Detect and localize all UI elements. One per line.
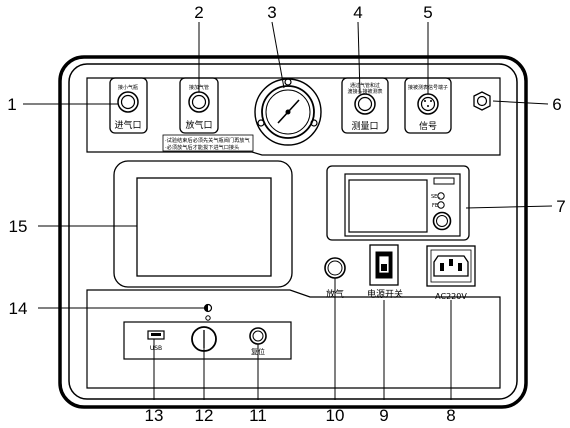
bottom-control-box	[123, 321, 292, 360]
measure-small-label-2: 渡接头接被测表	[347, 88, 382, 95]
printer-fe-button[interactable]	[437, 201, 445, 209]
ac-voltage-label: AC220V	[435, 292, 467, 301]
callout-10: 10	[326, 406, 345, 425]
callout-2: 2	[194, 3, 203, 22]
ac-power-socket[interactable]	[426, 245, 476, 287]
printer-mark-fe: FE	[432, 203, 438, 209]
outlet-label: 放气口	[185, 119, 212, 131]
outer-casing	[58, 55, 528, 409]
inner-casing	[68, 63, 518, 400]
callout-9: 9	[379, 406, 388, 425]
warning-note-box	[162, 134, 254, 152]
deflate-knob[interactable]	[324, 257, 346, 279]
indicator-hole	[205, 315, 211, 321]
bottom-band	[86, 289, 501, 389]
usb-port-inner	[151, 333, 161, 336]
callout-4: 4	[353, 3, 362, 22]
display-screen	[113, 160, 293, 288]
callout-5: 5	[423, 3, 432, 22]
measure-small-label-1: 通过气管和过	[350, 82, 380, 89]
leader-lines	[23, 21, 553, 400]
printer-mark-sel: SEL	[431, 194, 440, 200]
printer-feed-button[interactable]	[432, 211, 452, 231]
measure-port[interactable]	[341, 77, 389, 134]
printer-sel-button[interactable]	[437, 192, 445, 200]
inlet-small-label: 接小气瓶	[118, 84, 138, 91]
callout-7: 7	[556, 197, 565, 216]
warning-note-line-2: ·必须放气后才能拔下进气口接头	[165, 143, 239, 151]
indicator-led-half	[204, 304, 208, 312]
measure-label: 测量口	[351, 121, 378, 132]
printer-feed-button-inner	[436, 215, 448, 227]
reset-button[interactable]	[249, 327, 267, 345]
reset-button-inner	[252, 330, 264, 342]
callout-3: 3	[267, 3, 276, 22]
warning-note-line-1: ·试验结束后必须先关气瓶阀门再放气	[165, 136, 250, 144]
callout-15: 15	[9, 217, 28, 236]
power-switch-label: 电源开关	[367, 288, 403, 300]
signal-label: 信号	[419, 120, 437, 132]
inlet-label: 进气口	[114, 119, 141, 131]
inlet-port[interactable]	[109, 77, 148, 134]
callout-13: 13	[145, 406, 164, 425]
usb-label: USB	[150, 345, 162, 352]
top-band	[86, 77, 501, 156]
callout-1: 1	[7, 95, 16, 114]
callout-11: 11	[249, 406, 267, 425]
usb-port[interactable]	[147, 330, 165, 340]
callout-14: 14	[9, 299, 28, 318]
callout-12: 12	[195, 406, 214, 425]
power-switch[interactable]	[369, 244, 399, 286]
pressure-gauge	[254, 78, 322, 146]
callout-8: 8	[446, 406, 455, 425]
ground-terminal[interactable]	[473, 91, 491, 111]
callout-6: 6	[552, 95, 561, 114]
printer-module	[326, 165, 470, 241]
